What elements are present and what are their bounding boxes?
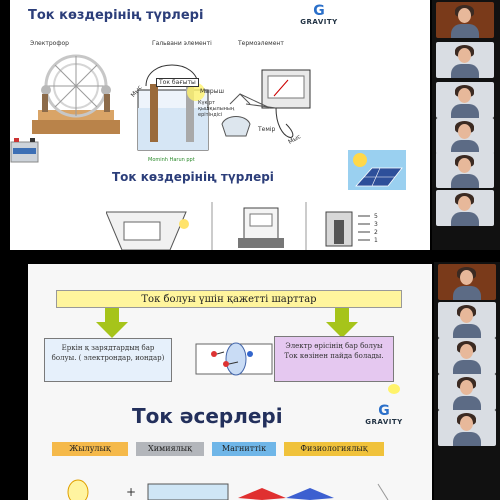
participant-strip-top	[432, 0, 500, 250]
svg-text:2: 2	[374, 229, 378, 236]
participant-video-5[interactable]	[436, 190, 494, 226]
effect-physiological: Физиологиялық	[284, 442, 384, 456]
participant-video-2[interactable]	[436, 82, 494, 118]
conductor-particles-diagram	[195, 342, 273, 376]
effects-illustrations: +	[67, 479, 389, 500]
participant-video-6[interactable]	[438, 302, 496, 338]
zinc-label: Мырыш	[200, 88, 224, 95]
participant-video-8[interactable]	[438, 374, 496, 410]
conditions-header: Ток болуы үшін қажетті шарттар	[56, 290, 402, 308]
participant-strip-bottom	[434, 262, 500, 500]
current-direction-label: Ток бағыты	[156, 78, 199, 87]
participant-video-9[interactable]	[438, 410, 496, 446]
cursor-highlight	[388, 384, 400, 394]
slide-subtitle: Ток көздерінің түрлері	[112, 170, 274, 184]
participant-video-3[interactable]	[436, 118, 494, 154]
effect-chemical: Химиялық	[136, 442, 204, 456]
iron-label: Темір	[258, 126, 276, 133]
shared-screen-bottom: Ток болуы үшін қажетті шарттар Еркін қ з…	[28, 264, 432, 500]
svg-text:5: 5	[374, 213, 378, 220]
effects-title: Ток әсерлері	[132, 404, 283, 428]
electrophore-label: Электрофор	[30, 40, 69, 47]
electrophore-machine-image	[32, 54, 120, 134]
participant-video-host-2[interactable]	[438, 264, 496, 300]
svg-text:3: 3	[374, 221, 378, 228]
participant-video-1[interactable]	[436, 42, 494, 78]
effect-magnetic: Магниттік	[212, 442, 276, 456]
svg-text:1: 1	[374, 237, 378, 244]
slide-title: Ток көздерінің түрлері	[28, 8, 204, 23]
participant-video-host[interactable]	[436, 2, 494, 38]
thermo-label: Термоэлемент	[238, 40, 284, 47]
participant-video-4[interactable]	[436, 152, 494, 188]
solar-panel-image	[348, 150, 406, 190]
effect-thermal: Жылулық	[52, 442, 128, 456]
sulfuric-acid-label: Күкірт қышқылының ерітіндісі	[198, 100, 235, 118]
arrow-right-icon	[326, 308, 358, 338]
participant-video-7[interactable]	[438, 338, 496, 374]
credit-label: Mominh Harun ppt	[148, 157, 195, 163]
galvanic-label: Гальвани элементі	[152, 40, 212, 47]
free-charges-box: Еркін қ зарядтардың бар болуы. ( электро…	[44, 338, 172, 382]
electric-field-box: Электр өрісінің бар болуы Ток көзінен па…	[274, 336, 394, 382]
arrow-left-icon	[96, 308, 128, 338]
battery-image	[10, 138, 39, 163]
svg-text:+: +	[126, 485, 136, 499]
thermoelement-diagram	[221, 69, 311, 138]
